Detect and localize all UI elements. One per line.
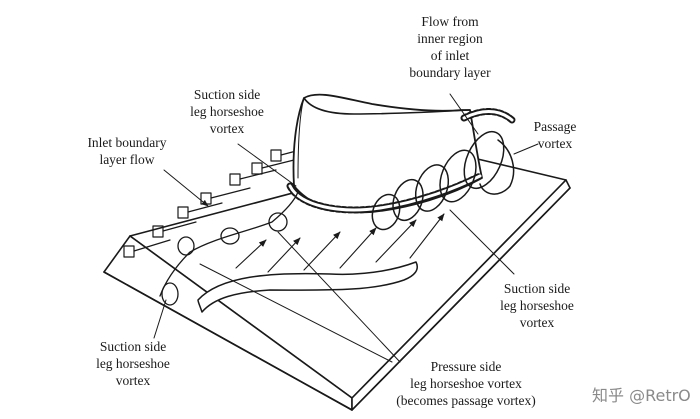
flow-marker-2 xyxy=(152,221,197,238)
flow-marker-5 xyxy=(229,169,277,186)
label-suction-leg-top: Suction side leg horseshoe vortex xyxy=(190,87,264,136)
suction-leg-vortex xyxy=(159,191,299,306)
flow-marker-1 xyxy=(123,239,171,258)
inlet-flow-markers xyxy=(123,149,301,258)
label-suction-leg-right: Suction side leg horseshoe vortex xyxy=(500,281,574,330)
flow-marker-4 xyxy=(200,187,251,205)
label-suction-leg-left: Suction side leg horseshoe vortex xyxy=(96,339,170,388)
label-flow-inner-region: Flow from inner region of inlet boundary… xyxy=(409,14,491,80)
turbine-blade xyxy=(292,93,483,214)
flow-marker-3 xyxy=(177,202,223,219)
label-pressure-leg: Pressure side leg horseshoe vortex (beco… xyxy=(396,359,536,408)
label-inlet-boundary-layer: Inlet boundary layer flow xyxy=(87,135,167,167)
endwall-flow-arrows xyxy=(235,213,445,273)
pressure-leg-vortex xyxy=(197,261,418,313)
watermark: 知乎 @RetrO xyxy=(592,386,691,405)
label-passage-vortex: Passage vortex xyxy=(533,119,577,151)
flow-marker-6 xyxy=(251,159,295,175)
leader-lines xyxy=(153,93,539,363)
passage-vortex-rings xyxy=(371,130,515,231)
blade-base-vortex xyxy=(286,108,516,214)
